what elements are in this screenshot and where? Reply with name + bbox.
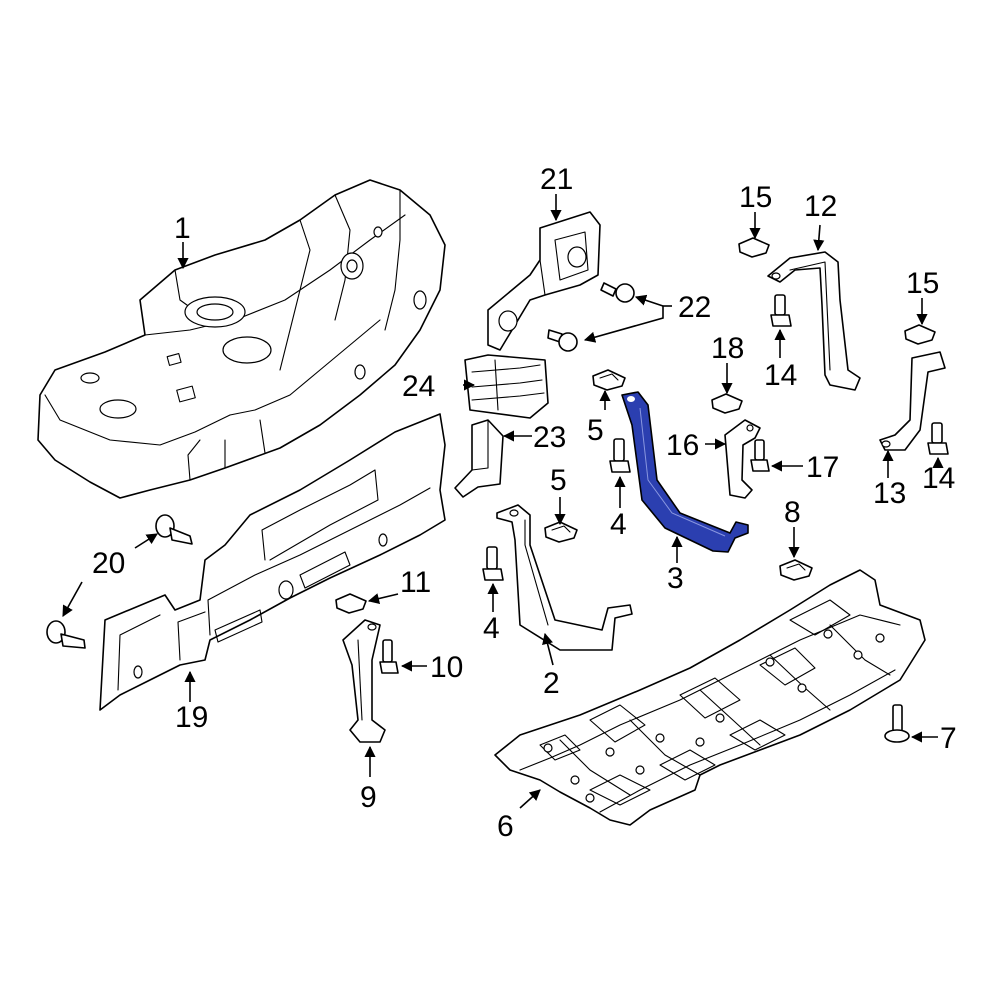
callout-15a: 15 (739, 181, 772, 214)
callout-10: 10 (430, 651, 463, 684)
push-pin-fastener-lower[interactable] (46, 620, 86, 649)
bolt-upper[interactable] (600, 282, 635, 303)
callout-8: 8 (784, 496, 801, 529)
callout-4a: 4 (610, 508, 627, 541)
heat-shield[interactable] (99, 413, 446, 711)
callout-14a: 14 (764, 359, 797, 392)
clip-nut-11[interactable] (335, 593, 367, 614)
callout-13: 13 (873, 477, 906, 510)
bracket-16[interactable] (724, 419, 761, 499)
bolt-4-lower[interactable] (482, 546, 504, 581)
callout-labels: 1 2 3 4 4 5 5 6 7 8 9 10 11 12 13 14 14 … (92, 163, 957, 843)
callout-9: 9 (360, 781, 377, 814)
bolt-10[interactable] (379, 639, 399, 674)
leader-lines (62, 194, 944, 809)
clip-nut-lower[interactable] (544, 521, 578, 543)
callout-24: 24 (402, 370, 435, 403)
callout-21: 21 (540, 163, 573, 196)
mount-bracket[interactable] (464, 354, 549, 419)
callout-7: 7 (940, 722, 957, 755)
callout-22: 22 (678, 291, 711, 324)
callout-20: 20 (92, 547, 125, 580)
bolt-14-right[interactable] (927, 422, 949, 455)
clip-nut-18[interactable] (711, 393, 743, 414)
bolt-lower[interactable] (547, 329, 578, 352)
push-pin-fastener-upper[interactable] (155, 514, 193, 545)
callout-12: 12 (804, 190, 837, 223)
tank-strap-12[interactable] (767, 251, 861, 391)
callout-3: 3 (667, 562, 684, 595)
tank-strap-lower[interactable] (496, 504, 633, 651)
callout-5a: 5 (587, 414, 604, 447)
callout-17: 17 (806, 451, 839, 484)
bolt-14-left[interactable] (770, 294, 792, 327)
clip-nut-15-right[interactable] (904, 324, 936, 345)
shield-bracket[interactable] (487, 211, 601, 351)
bolt-17[interactable] (750, 439, 770, 472)
callout-15b: 15 (906, 267, 939, 300)
shield-mount-bracket[interactable] (454, 419, 504, 498)
clip-nut-upper[interactable] (592, 369, 626, 391)
bolt-4-upper[interactable] (609, 438, 631, 473)
callout-11: 11 (400, 566, 431, 599)
callout-14b: 14 (922, 462, 955, 495)
callout-16: 16 (666, 429, 699, 462)
callout-5b: 5 (550, 464, 567, 497)
callout-18: 18 (711, 332, 744, 365)
callout-23: 23 (533, 421, 566, 454)
clip-nut-15-left[interactable] (738, 237, 770, 258)
clip-nut-8[interactable] (779, 559, 813, 581)
callout-6: 6 (497, 810, 514, 843)
bracket-9[interactable] (342, 619, 386, 743)
callout-2: 2 (543, 667, 560, 700)
tank-strap-13[interactable] (879, 351, 946, 451)
callout-1: 1 (174, 212, 191, 245)
push-pin-7[interactable] (884, 704, 910, 743)
callout-19: 19 (175, 701, 208, 734)
tank-strap-highlighted[interactable] (621, 391, 749, 553)
fuel-tank[interactable] (37, 179, 446, 499)
callout-4b: 4 (483, 612, 500, 645)
skid-plate[interactable] (494, 569, 926, 826)
